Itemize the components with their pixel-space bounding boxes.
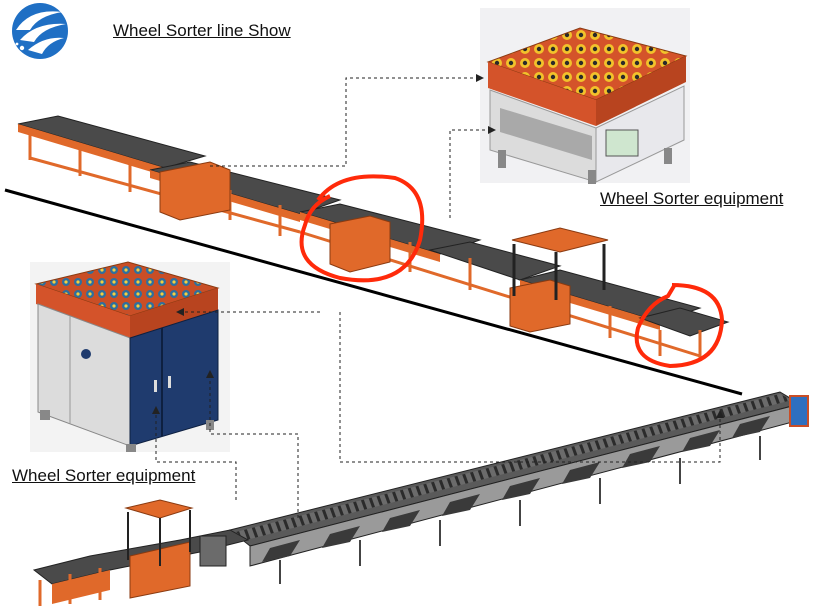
leader-lines [155,77,721,518]
equipment-image-right [480,8,690,184]
upper-conveyor-line [17,115,730,360]
company-logo-icon [12,3,68,59]
page-title: Wheel Sorter line Show [113,21,291,40]
equipment-label-right: Wheel Sorter equipment [600,189,784,208]
divider-line [4,188,743,396]
equipment-image-left [30,261,230,452]
equipment-label-left: Wheel Sorter equipment [12,466,196,485]
highlight-circle-2 [634,283,725,369]
bottom-sorter-line [32,391,809,606]
highlight-circle-1 [299,174,425,283]
